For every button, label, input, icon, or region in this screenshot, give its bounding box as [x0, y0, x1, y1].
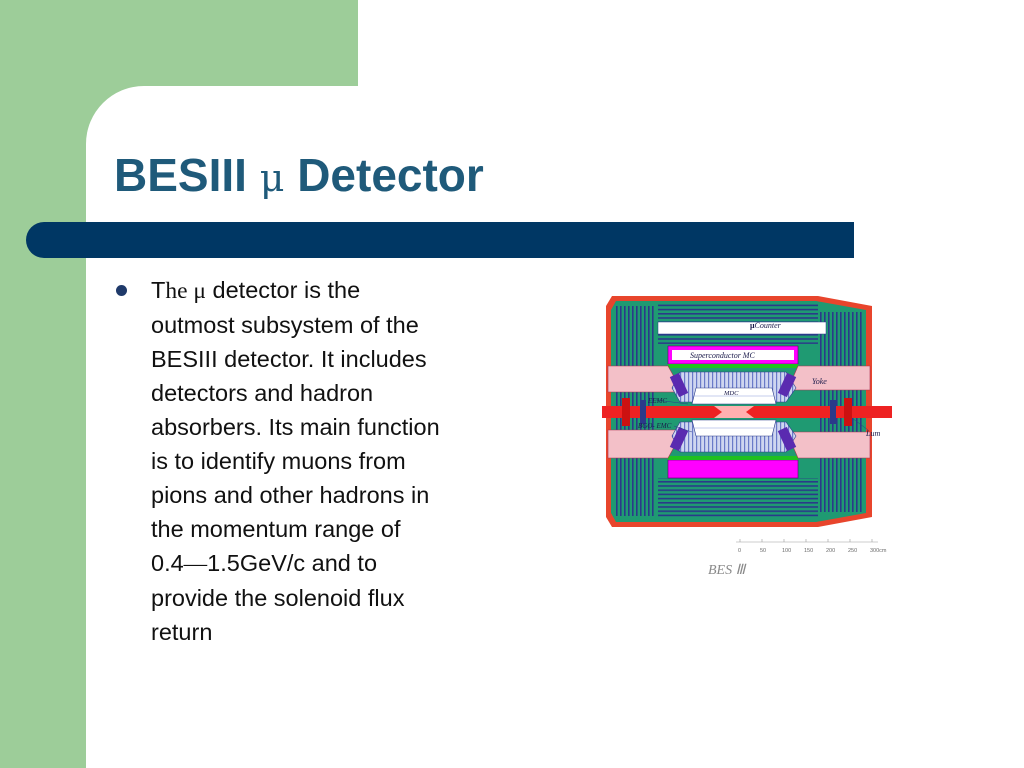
eemc-leader	[655, 399, 689, 405]
scale-ticks: 0 50 100 150 200 250 300cm	[738, 539, 887, 554]
title-mu-symbol: μ	[259, 156, 285, 200]
endcap-emc-left-bottom	[669, 426, 689, 452]
green-layer-top	[668, 364, 798, 368]
bgo-leader	[673, 425, 693, 433]
superconductor-bottom	[667, 459, 799, 479]
body-line-1: The μ detector is the	[151, 277, 361, 304]
beam-flange-left	[622, 398, 630, 426]
body-line-4: detectors and hadron	[151, 380, 374, 406]
beam-pipe	[602, 406, 892, 418]
eemc-label: EEMC	[647, 397, 667, 405]
body-line-2: outmost subsystem of the	[151, 312, 419, 338]
green-layer-bottom	[668, 456, 798, 460]
bullet-icon	[116, 285, 127, 296]
lum-leader	[851, 417, 869, 431]
scale-tick-label: 100	[782, 548, 791, 554]
scale-tick-label: 250	[848, 548, 857, 554]
beam-flange-right	[844, 398, 852, 426]
body-line-7: pions and other hadrons in	[151, 482, 430, 508]
body-line-6: is to identify muons from	[151, 448, 406, 474]
bgo-emc-label: BGO- EMC	[638, 422, 672, 430]
lum-label: Lum	[865, 429, 880, 438]
scale-tick-label: 300cm	[870, 548, 887, 554]
muon-barrel-bottom	[658, 478, 818, 518]
body-line-11: return	[151, 619, 213, 645]
body-line-3: BESIII detector. It includes	[151, 346, 427, 372]
beam-flange-left-2	[640, 400, 646, 424]
beam-flange-right-2	[830, 400, 836, 424]
yoke-label: Yoke	[812, 377, 827, 386]
besiii-detector-diagram: μCounter Superconductor MC Yoke MDC EEMC…	[602, 296, 892, 578]
scale-tick-label: 150	[804, 548, 813, 554]
diagram-caption: BES Ⅲ	[708, 563, 747, 578]
mu-counter-band	[657, 321, 827, 335]
scale-tick-label: 50	[760, 548, 766, 554]
yoke-pink-right-top	[791, 365, 871, 391]
superconductor-label: Superconductor MC	[690, 351, 755, 360]
title-underline-bar	[26, 222, 854, 258]
mu-counter-label: μCounter	[750, 321, 782, 330]
yoke-pink-right-bottom	[791, 431, 871, 459]
mdc-label: MDC	[723, 390, 739, 397]
superconductor-label-box	[672, 350, 794, 360]
scale-tick-label: 200	[826, 548, 835, 554]
endcap-emc-right-top	[777, 372, 797, 398]
body-line-5: absorbers. Its main function	[151, 414, 440, 440]
body-line-10: provide the solenoid flux	[151, 585, 405, 611]
endcap-emc-left-top	[669, 372, 689, 398]
beam-pipe-neck	[714, 406, 754, 418]
title-tail: Detector	[284, 149, 484, 201]
yoke-pink-left-top	[607, 365, 679, 393]
body-line-8: the momentum range of	[151, 516, 401, 542]
body-line-9: 0.4—1.5GeV/c and to	[151, 550, 378, 577]
bullet-text: The μ detector is the outmost subsystem …	[151, 273, 531, 649]
title-main: BESIII	[114, 149, 260, 201]
scale-tick-label: 0	[738, 548, 741, 554]
yoke-pink-left-bottom	[607, 429, 679, 459]
endcap-emc-right-bottom	[777, 426, 797, 452]
slide-title: BESIII μ Detector	[114, 148, 484, 202]
